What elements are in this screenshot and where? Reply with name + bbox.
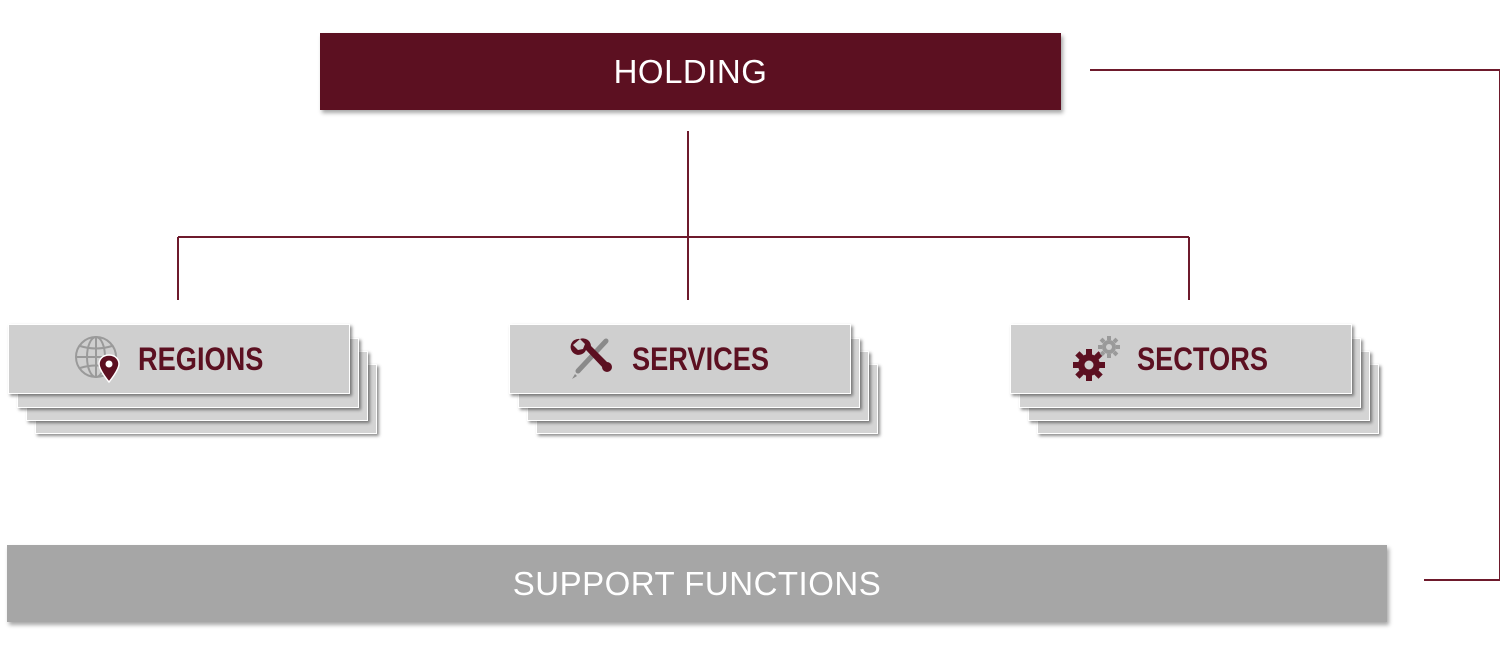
services-card: SERVICES: [509, 324, 851, 394]
support-link-line: [1090, 69, 1500, 581]
regions-card-stack: REGIONS: [8, 324, 378, 436]
sectors-label: SECTORS: [1136, 340, 1268, 377]
tools-icon: [571, 338, 613, 379]
globe-location-icon: [75, 336, 120, 384]
gears-icon: [1072, 336, 1120, 381]
holding-label: HOLDING: [613, 52, 768, 90]
regions-card: REGIONS: [8, 324, 350, 394]
sectors-card-stack: SECTORS: [1010, 324, 1380, 436]
services-label: SERVICES: [632, 340, 770, 377]
sectors-card: SECTORS: [1010, 324, 1352, 394]
regions-label: REGIONS: [138, 340, 264, 377]
support-functions-box: SUPPORT FUNCTIONS: [7, 545, 1387, 622]
support-functions-label: SUPPORT FUNCTIONS: [512, 564, 882, 602]
holding-box: HOLDING: [320, 33, 1061, 110]
services-card-stack: SERVICES: [509, 324, 879, 436]
